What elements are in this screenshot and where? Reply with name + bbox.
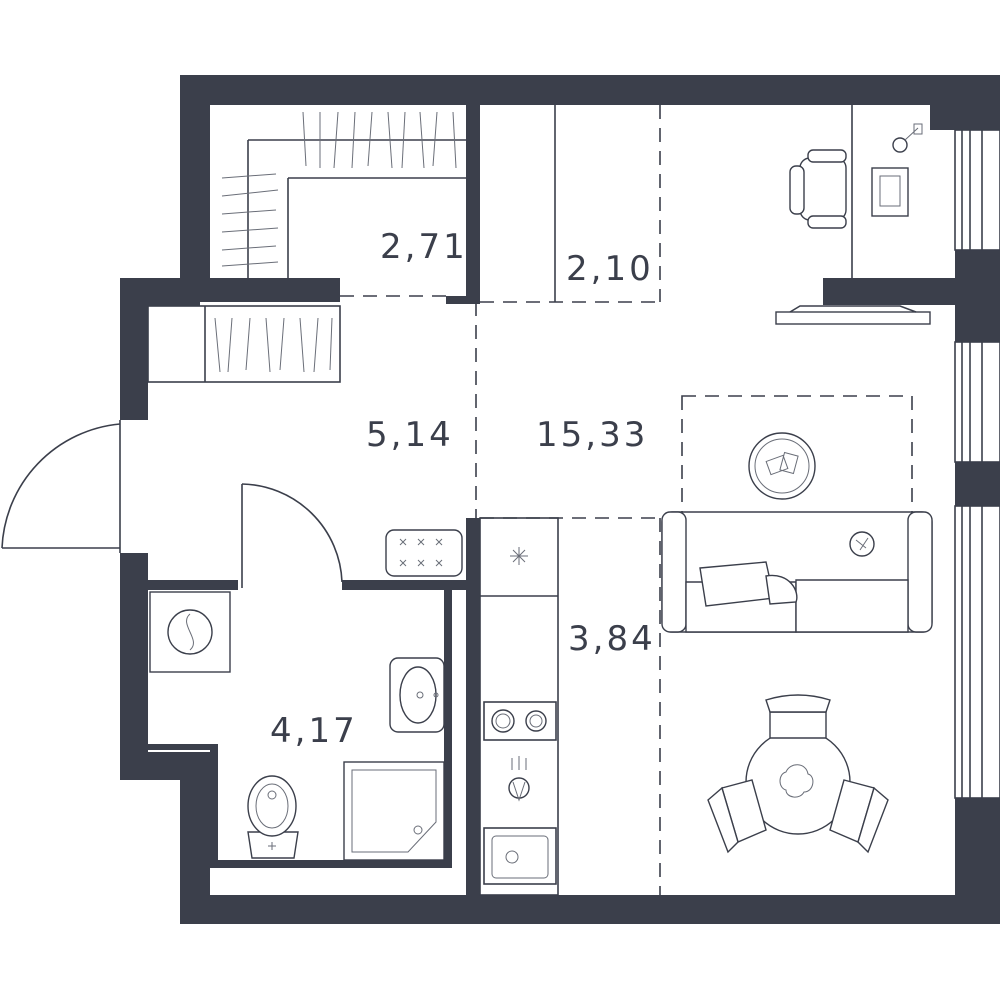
wall-wardrobe-bottom [180,278,340,302]
wall-bath-inner-right [444,590,452,866]
window-3 [954,505,1000,799]
wall-right-3 [955,462,1000,506]
desk-workspace [851,105,923,278]
hanger-lines-top [302,111,457,169]
office-chair [789,149,847,229]
wall-bath-inner-ledge [148,744,218,750]
washbasin [389,657,445,733]
wall-storage-stub [446,296,480,304]
window-2 [954,341,1000,463]
wall-bath-left [120,553,148,780]
hood-icon [508,756,530,802]
area-label-storage: 2,10 [566,249,654,289]
wall-bottom [180,895,1000,924]
area-label-kitchen: 3,84 [568,619,656,659]
wall-hall-left [120,278,148,420]
sofa [661,511,933,633]
wall-storage-left [466,105,480,302]
wall-right-1 [955,105,1000,130]
dining-chair-left [707,779,767,854]
wall-bath-top-left [148,580,238,590]
walls [120,75,1000,924]
window-1 [954,129,1000,251]
wall-bath-right [466,518,480,898]
shower-tray [343,761,445,861]
entrance-door [1,420,121,553]
wall-left-upper [180,75,210,280]
washing-machine [149,591,231,673]
kitchen-counter [479,517,559,896]
dining-chair-top [765,694,831,739]
area-label-living: 15,33 [536,415,648,455]
area-label-bathroom: 4,17 [270,711,358,751]
area-label-wardrobe: 2,71 [380,227,468,267]
wall-right-4 [955,798,1000,898]
hall-wardrobe [147,305,341,383]
bathroom-door [241,483,343,588]
wall-bath-top-right [342,580,470,590]
toilet [247,775,299,859]
wall-bath-inner-bottom [210,860,452,868]
coffee-table [748,432,816,500]
wall-bath-inner-left [210,748,218,866]
wall-top [180,75,960,105]
wall-living-nook [823,278,960,305]
area-label-hallway: 5,14 [366,415,454,455]
wall-right-2 [955,250,1000,342]
shoe-mat [385,529,463,577]
wardrobe-shelving [221,111,466,278]
hanger-lines-left [221,173,279,267]
fridge-icon [510,547,528,565]
dining-chair-right [829,779,889,854]
tv-stand [775,305,931,325]
area-labels: 2,71 2,10 5,14 15,33 4,17 3,84 [270,227,656,751]
windows [954,129,1000,799]
